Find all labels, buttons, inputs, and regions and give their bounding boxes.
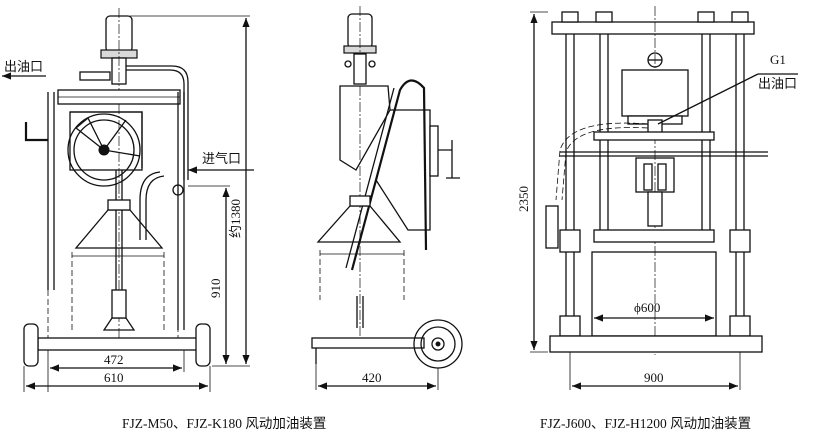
g1-label: G1 <box>770 52 786 67</box>
base-frame <box>37 337 199 351</box>
left-view-front <box>23 8 211 367</box>
air-inlet-label: 进气口 <box>202 151 241 166</box>
side-funnel <box>316 205 402 243</box>
gear-housing <box>69 111 143 171</box>
outlet-fitting <box>79 71 111 81</box>
top-beam <box>551 21 755 35</box>
left-oil-outlet-label: 出油口 <box>4 59 43 74</box>
total-height-dimension: 约1380 <box>228 199 243 238</box>
right-width-dimension: 900 <box>644 370 664 385</box>
follower-platen <box>593 229 715 243</box>
side-tank <box>339 85 391 171</box>
middle-view-side <box>311 6 463 369</box>
side-base <box>311 337 425 349</box>
right-wheel <box>195 323 211 367</box>
pump-tube <box>647 191 663 227</box>
left-wheel <box>23 323 39 367</box>
side-depth-dimension: 420 <box>362 370 382 385</box>
crank-wheel <box>67 113 141 187</box>
air-motor-box <box>621 69 689 117</box>
right-base <box>549 335 763 353</box>
middle-view-annotations: 420 <box>315 364 439 390</box>
right-oil-outlet-label: 出油口 <box>758 76 797 91</box>
oil-drum <box>591 251 717 337</box>
inner-width-dimension: 472 <box>104 352 124 367</box>
left-view-annotations: 出油口 进气口 约1380 910 472 610 <box>2 15 254 392</box>
right-view-annotations: G1 出油口 2350 ϕ600 900 <box>516 11 798 390</box>
outer-width-dimension: 610 <box>104 370 124 385</box>
lower-height-dimension: 910 <box>208 279 223 299</box>
right-caption: FJZ-J600、FJZ-H1200 风动加油装置 <box>540 416 751 431</box>
left-caption: FJZ-M50、FJZ-K180 风动加油装置 <box>122 416 326 431</box>
right-view-front <box>545 6 768 355</box>
right-total-height-dimension: 2350 <box>516 186 531 212</box>
drum-diameter-dimension: ϕ600 <box>634 300 660 315</box>
